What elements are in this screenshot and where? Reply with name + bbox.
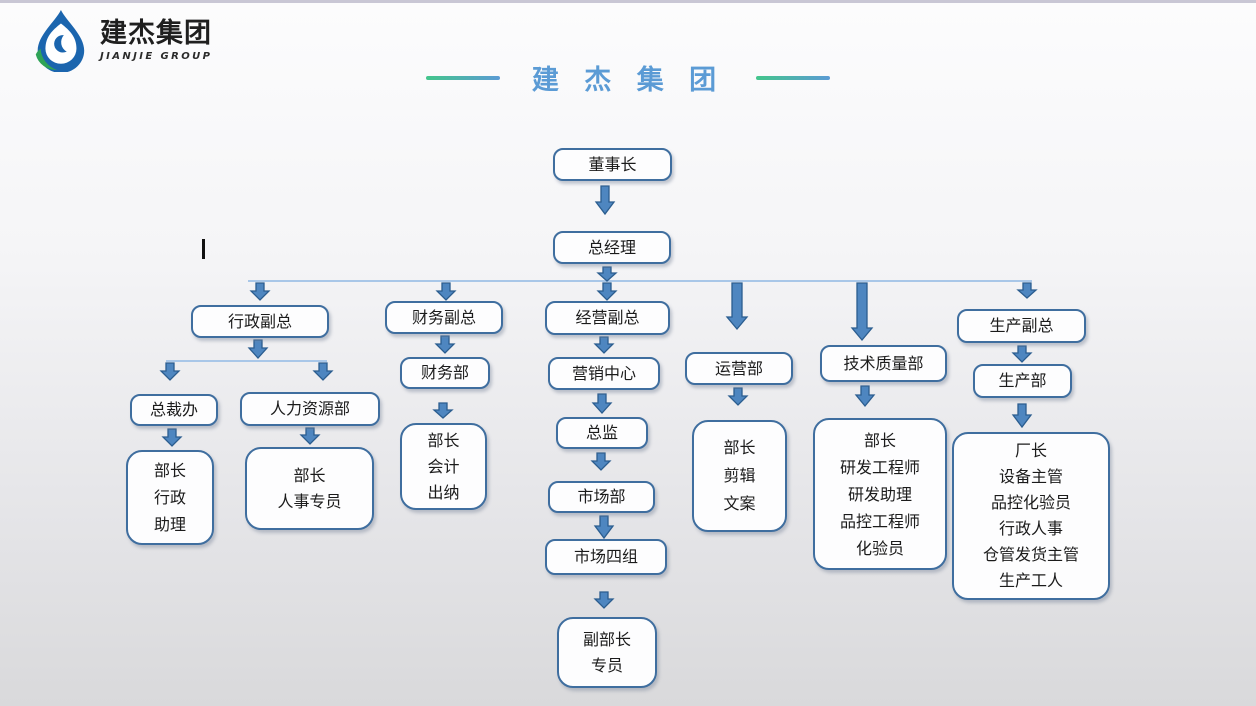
org-node-hr-staff[interactable]: 部长 人事专员 bbox=[245, 447, 374, 530]
org-node-production-staff[interactable]: 厂长 设备主管 品控化验员 行政人事 仓管发货主管 生产工人 bbox=[952, 432, 1110, 600]
org-node-chairman[interactable]: 董事长 bbox=[553, 148, 672, 181]
water-drop-logo-icon bbox=[35, 9, 85, 72]
org-node-operations-vp[interactable]: 经营副总 bbox=[545, 301, 670, 335]
logo-text: 建杰集团 JIANJIE GROUP bbox=[100, 17, 213, 62]
org-node-tech-quality-dept[interactable]: 技术质量部 bbox=[820, 345, 947, 382]
logo-name-cn: 建杰集团 bbox=[100, 17, 212, 49]
org-node-market-group4[interactable]: 市场四组 bbox=[545, 539, 667, 575]
org-node-hr-dept[interactable]: 人力资源部 bbox=[240, 392, 380, 426]
org-node-marketing-center[interactable]: 营销中心 bbox=[548, 357, 660, 390]
org-node-director[interactable]: 总监 bbox=[556, 417, 648, 449]
org-node-admin-staff[interactable]: 部长 行政 助理 bbox=[126, 450, 214, 545]
org-node-operation-staff[interactable]: 部长 剪辑 文案 bbox=[692, 420, 787, 532]
text-cursor-mark bbox=[202, 239, 205, 259]
org-node-finance-dept[interactable]: 财务部 bbox=[400, 357, 490, 389]
org-node-operation-dept[interactable]: 运营部 bbox=[685, 352, 793, 385]
org-node-admin-vp[interactable]: 行政副总 bbox=[191, 305, 329, 338]
title-divider-right bbox=[756, 75, 831, 80]
logo-name-en: JIANJIE GROUP bbox=[100, 50, 213, 62]
title-divider-left bbox=[425, 75, 500, 80]
org-node-market-dept[interactable]: 市场部 bbox=[548, 481, 655, 513]
company-logo: 建杰集团 JIANJIE GROUP bbox=[28, 8, 212, 72]
org-node-general-manager[interactable]: 总经理 bbox=[553, 231, 671, 264]
org-node-president-office[interactable]: 总裁办 bbox=[130, 394, 218, 426]
org-node-finance-staff[interactable]: 部长 会计 出纳 bbox=[400, 423, 487, 510]
org-node-tech-staff[interactable]: 部长 研发工程师 研发助理 品控工程师 化验员 bbox=[813, 418, 947, 570]
org-node-production-dept[interactable]: 生产部 bbox=[973, 364, 1072, 398]
slide-title-row: 建 杰 集 团 bbox=[0, 58, 1256, 97]
slide-title: 建 杰 集 团 bbox=[531, 65, 725, 96]
org-node-production-vp[interactable]: 生产副总 bbox=[957, 309, 1086, 343]
org-node-market-staff[interactable]: 副部长 专员 bbox=[557, 617, 657, 688]
org-node-finance-vp[interactable]: 财务副总 bbox=[385, 301, 503, 334]
top-border-strip bbox=[0, 0, 1256, 3]
